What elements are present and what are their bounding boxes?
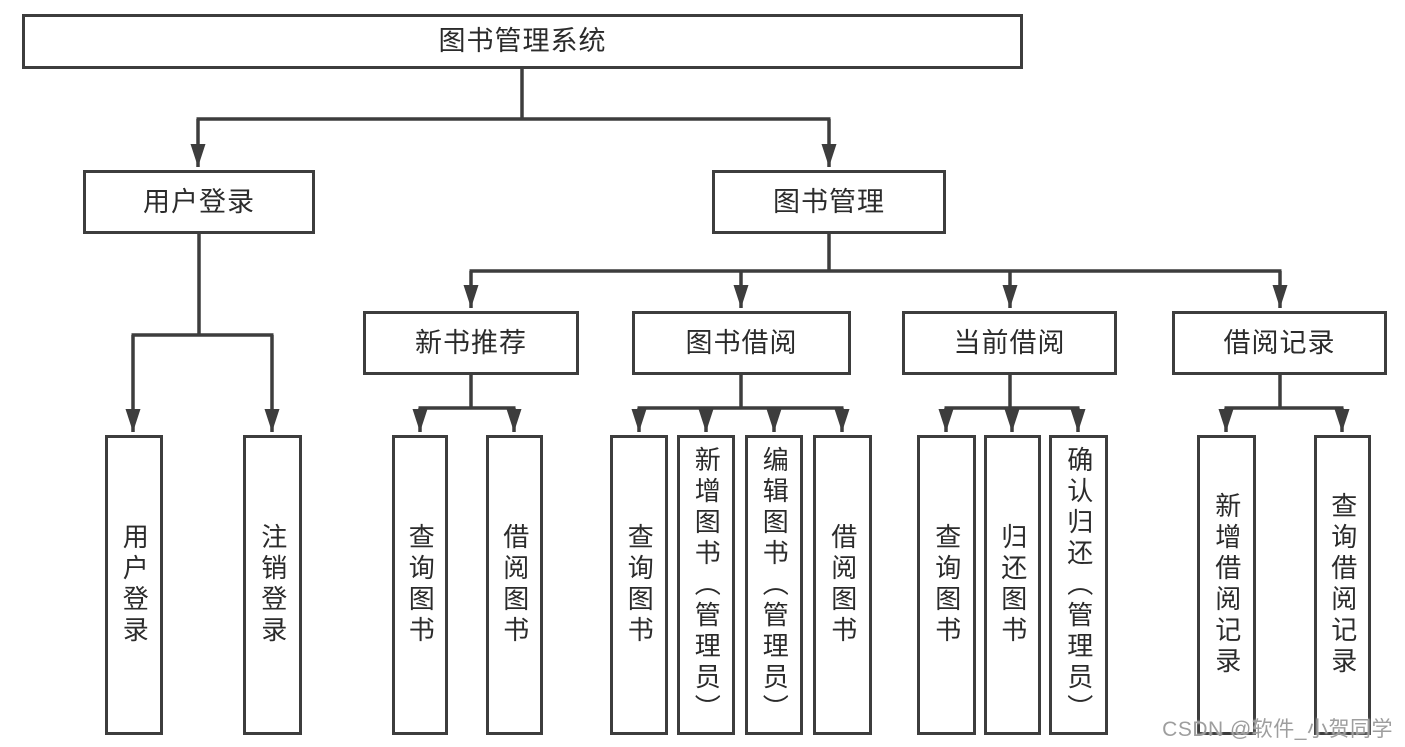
leaf-borrow-books: 借阅图书 xyxy=(813,435,872,735)
leaf-borrow-books-recommend: 借阅图书 xyxy=(486,435,543,735)
node-user-login: 用户登录 xyxy=(83,170,315,234)
node-label: 注销登录 xyxy=(257,523,288,647)
leaf-add-borrow-record: 新增借阅记录 xyxy=(1197,435,1256,735)
node-label: 编辑图书（管理员） xyxy=(759,445,790,725)
node-book-borrowing: 图书借阅 xyxy=(632,311,851,375)
node-label: 借阅记录 xyxy=(1223,327,1336,358)
node-label: 借阅图书 xyxy=(827,523,858,647)
node-label: 借阅图书 xyxy=(499,523,530,647)
node-label: 查询图书 xyxy=(931,523,962,647)
node-label: 用户登录 xyxy=(143,186,255,217)
node-label: 新增借阅记录 xyxy=(1211,492,1242,678)
csdn-watermark: CSDN @软件_小贺同学 xyxy=(1162,718,1393,741)
node-library-system: 图书管理系统 xyxy=(22,14,1023,69)
node-label: 查询图书 xyxy=(405,523,436,647)
leaf-return-books: 归还图书 xyxy=(984,435,1041,735)
node-label: 图书借阅 xyxy=(685,327,798,358)
node-label: 当前借阅 xyxy=(953,327,1066,358)
node-label: 用户登录 xyxy=(119,523,150,647)
node-label: 查询借阅记录 xyxy=(1327,492,1358,678)
leaf-query-books-borrow: 查询图书 xyxy=(610,435,668,735)
node-label: 新书推荐 xyxy=(415,327,527,358)
node-label: 图书管理 xyxy=(773,186,885,217)
leaf-query-borrow-record: 查询借阅记录 xyxy=(1314,435,1371,735)
leaf-query-books-recommend: 查询图书 xyxy=(392,435,448,735)
leaf-query-books-current: 查询图书 xyxy=(917,435,976,735)
node-book-management: 图书管理 xyxy=(712,170,946,234)
leaf-add-books-admin: 新增图书（管理员） xyxy=(677,435,735,735)
connectors xyxy=(125,69,1350,432)
node-label: 归还图书 xyxy=(997,523,1028,647)
node-current-borrowing: 当前借阅 xyxy=(902,311,1117,375)
leaf-confirm-return-admin: 确认归还（管理员） xyxy=(1049,435,1108,735)
leaf-edit-books-admin: 编辑图书（管理员） xyxy=(745,435,803,735)
node-new-book-recommendation: 新书推荐 xyxy=(363,311,579,375)
node-label: 图书管理系统 xyxy=(438,26,607,56)
node-borrowing-records: 借阅记录 xyxy=(1172,311,1387,375)
node-label: 新增图书（管理员） xyxy=(691,445,722,725)
node-label: 确认归还（管理员） xyxy=(1063,445,1094,725)
leaf-logout: 注销登录 xyxy=(243,435,302,735)
leaf-user-login: 用户登录 xyxy=(105,435,163,735)
node-label: 查询图书 xyxy=(624,523,655,647)
